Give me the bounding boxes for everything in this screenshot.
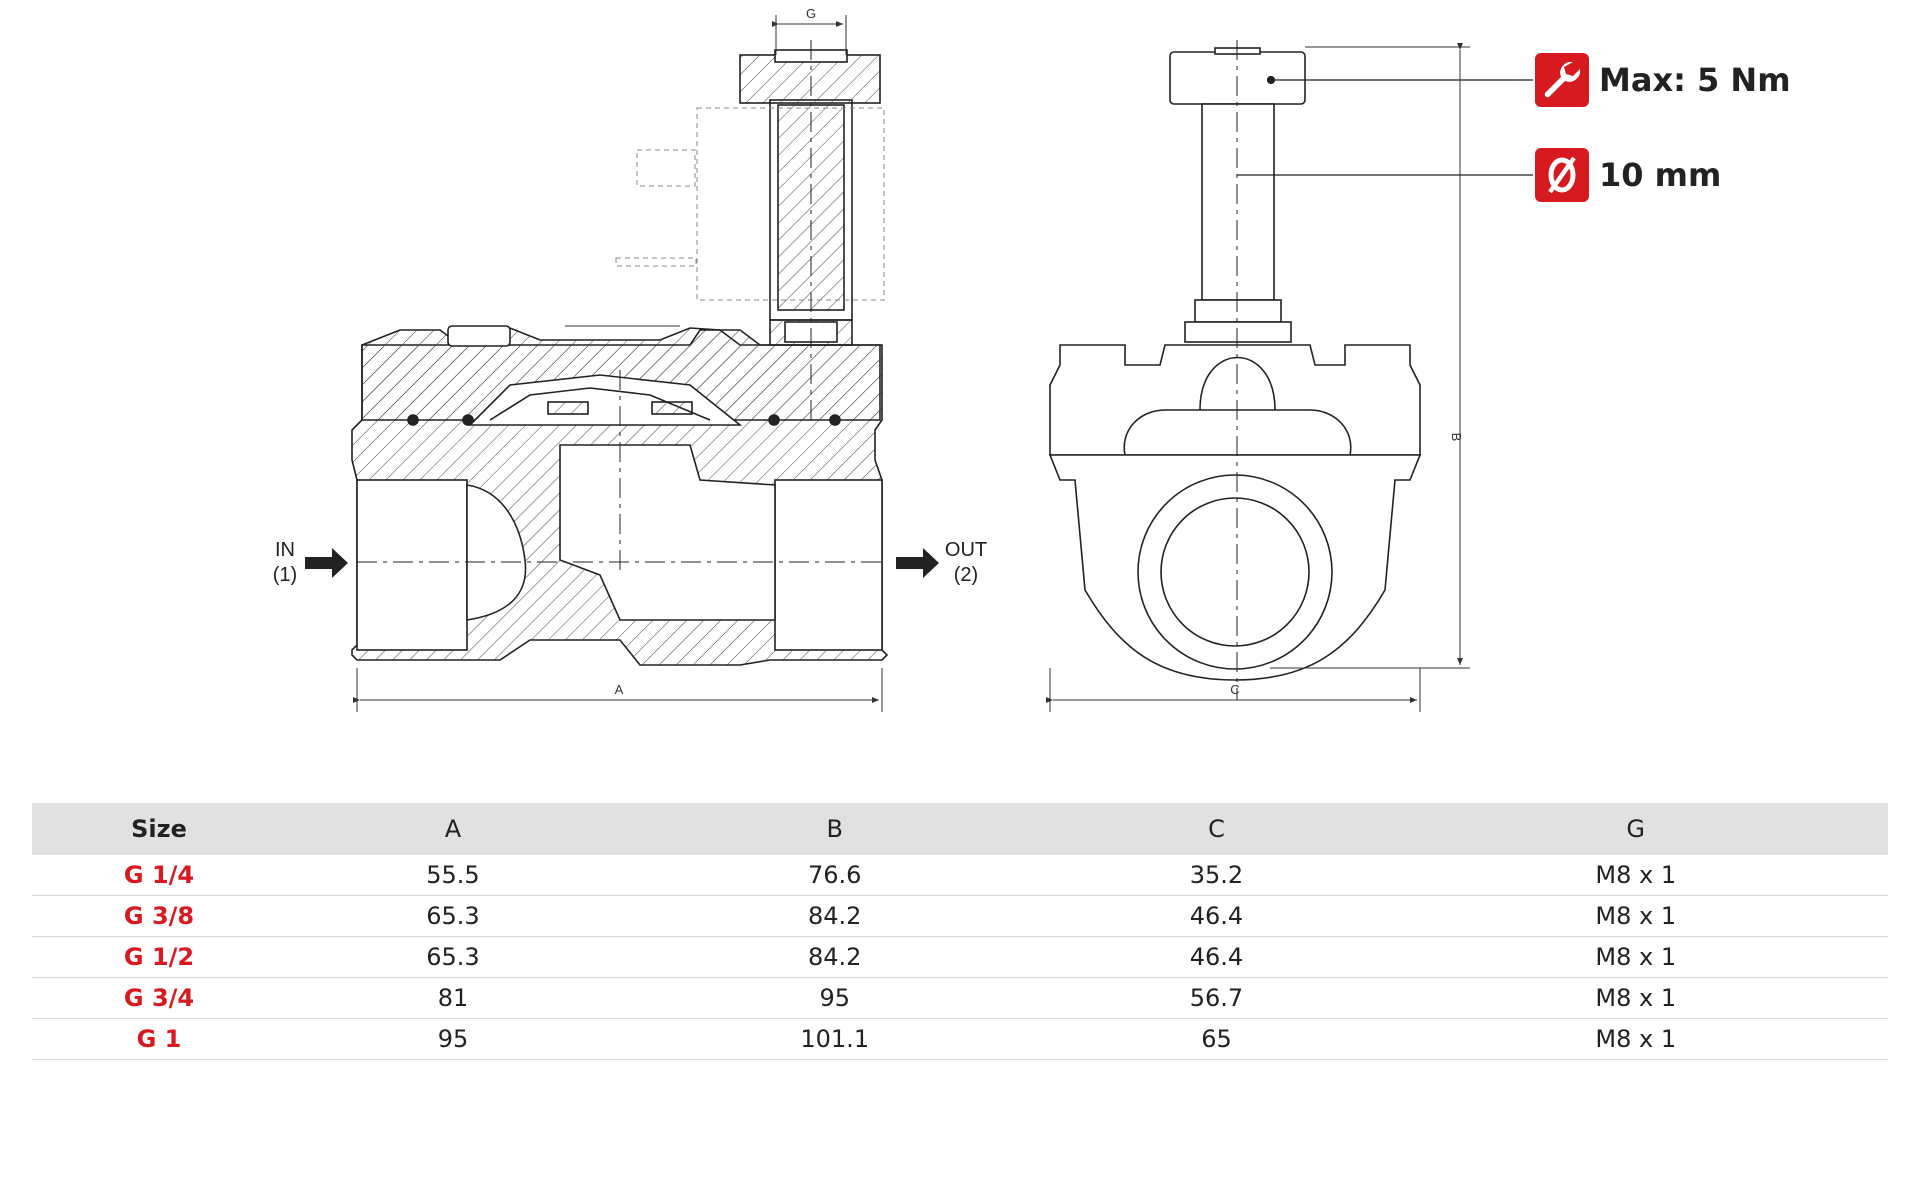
cell-a: 81 [286,977,620,1019]
cell-b: 95 [619,977,1050,1019]
wrench-badge [1535,53,1589,107]
diameter-icon [1548,156,1576,194]
cell-g: M8 x 1 [1383,895,1888,937]
header-c: C [1049,803,1384,855]
header-b: B [619,803,1050,855]
section-view [351,40,889,666]
cell-c: 56.7 [1049,977,1384,1019]
cell-c: 35.2 [1049,855,1384,896]
cell-size: G 1/2 [32,936,286,978]
cell-b: 84.2 [619,936,1050,978]
table-row: G 3/8 65.3 84.2 46.4 M8 x 1 [32,895,1888,937]
cell-c: 65 [1049,1018,1384,1060]
dimension-label-g: G [806,6,816,21]
cell-g: M8 x 1 [1383,855,1888,896]
outlet-port: (2) [954,564,978,586]
wrench-icon [1544,61,1581,98]
outlet-arrow [896,548,939,578]
inner-chamber [466,484,527,621]
inlet-label: IN [275,539,295,561]
cell-a: 65.3 [286,936,620,978]
header-a: A [286,803,620,855]
header-size: Size [32,803,286,855]
cell-g: M8 x 1 [1383,1018,1888,1060]
valve-cover [361,329,881,421]
dimensions-table: Size A B C G G 1/4 55.5 76.6 35.2 M8 x 1… [32,803,1888,1060]
side-port-outer [1137,474,1333,670]
cell-c: 46.4 [1049,895,1384,937]
dimension-lines-section [353,15,883,712]
cell-b: 101.1 [619,1018,1050,1060]
side-body [1048,454,1422,681]
dimension-label-a: A [615,682,624,697]
outlet-label: OUT [945,539,987,561]
side-port-inner [1160,497,1310,647]
armature-tube [1201,103,1275,301]
diameter-callout: 10 mm [1599,156,1722,194]
cell-b: 76.6 [619,855,1050,896]
header-g: G [1383,803,1888,855]
torque-callout: Max: 5 Nm [1599,61,1791,99]
plunger-nut [739,54,881,104]
cell-g: M8 x 1 [1383,936,1888,978]
dimension-lines-side [1046,43,1470,712]
outlet-chamber [559,444,776,621]
cell-g: M8 x 1 [1383,977,1888,1019]
inlet-arrow [305,548,348,578]
table-row: G 1 95 101.1 65 M8 x 1 [32,1018,1888,1060]
dimension-label-c: C [1230,682,1239,697]
cell-c: 46.4 [1049,936,1384,978]
table-header-row: Size A B C G [32,803,1888,855]
table-row: G 1/4 55.5 76.6 35.2 M8 x 1 [32,855,1888,896]
valve-technical-drawing: A G IN (1) OUT (2) C B [273,6,1533,712]
diameter-badge [1535,148,1589,202]
coil-outline [696,107,885,301]
cell-size: G 3/4 [32,977,286,1019]
callout-leaders [1237,75,1533,176]
inlet-bore [356,479,468,651]
cell-size: G 3/8 [32,895,286,937]
cell-a: 95 [286,1018,620,1060]
outlet-bore [774,479,883,651]
table-row: G 1/2 65.3 84.2 46.4 M8 x 1 [32,936,1888,978]
dimension-label-b: B [1449,433,1464,442]
cell-size: G 1 [32,1018,286,1060]
inlet-port: (1) [273,564,297,586]
cell-size: G 1/4 [32,855,286,896]
cell-a: 55.5 [286,855,620,896]
side-view [1048,40,1422,700]
cell-b: 84.2 [619,895,1050,937]
table-row: G 3/4 81 95 56.7 M8 x 1 [32,977,1888,1019]
cell-a: 65.3 [286,895,620,937]
